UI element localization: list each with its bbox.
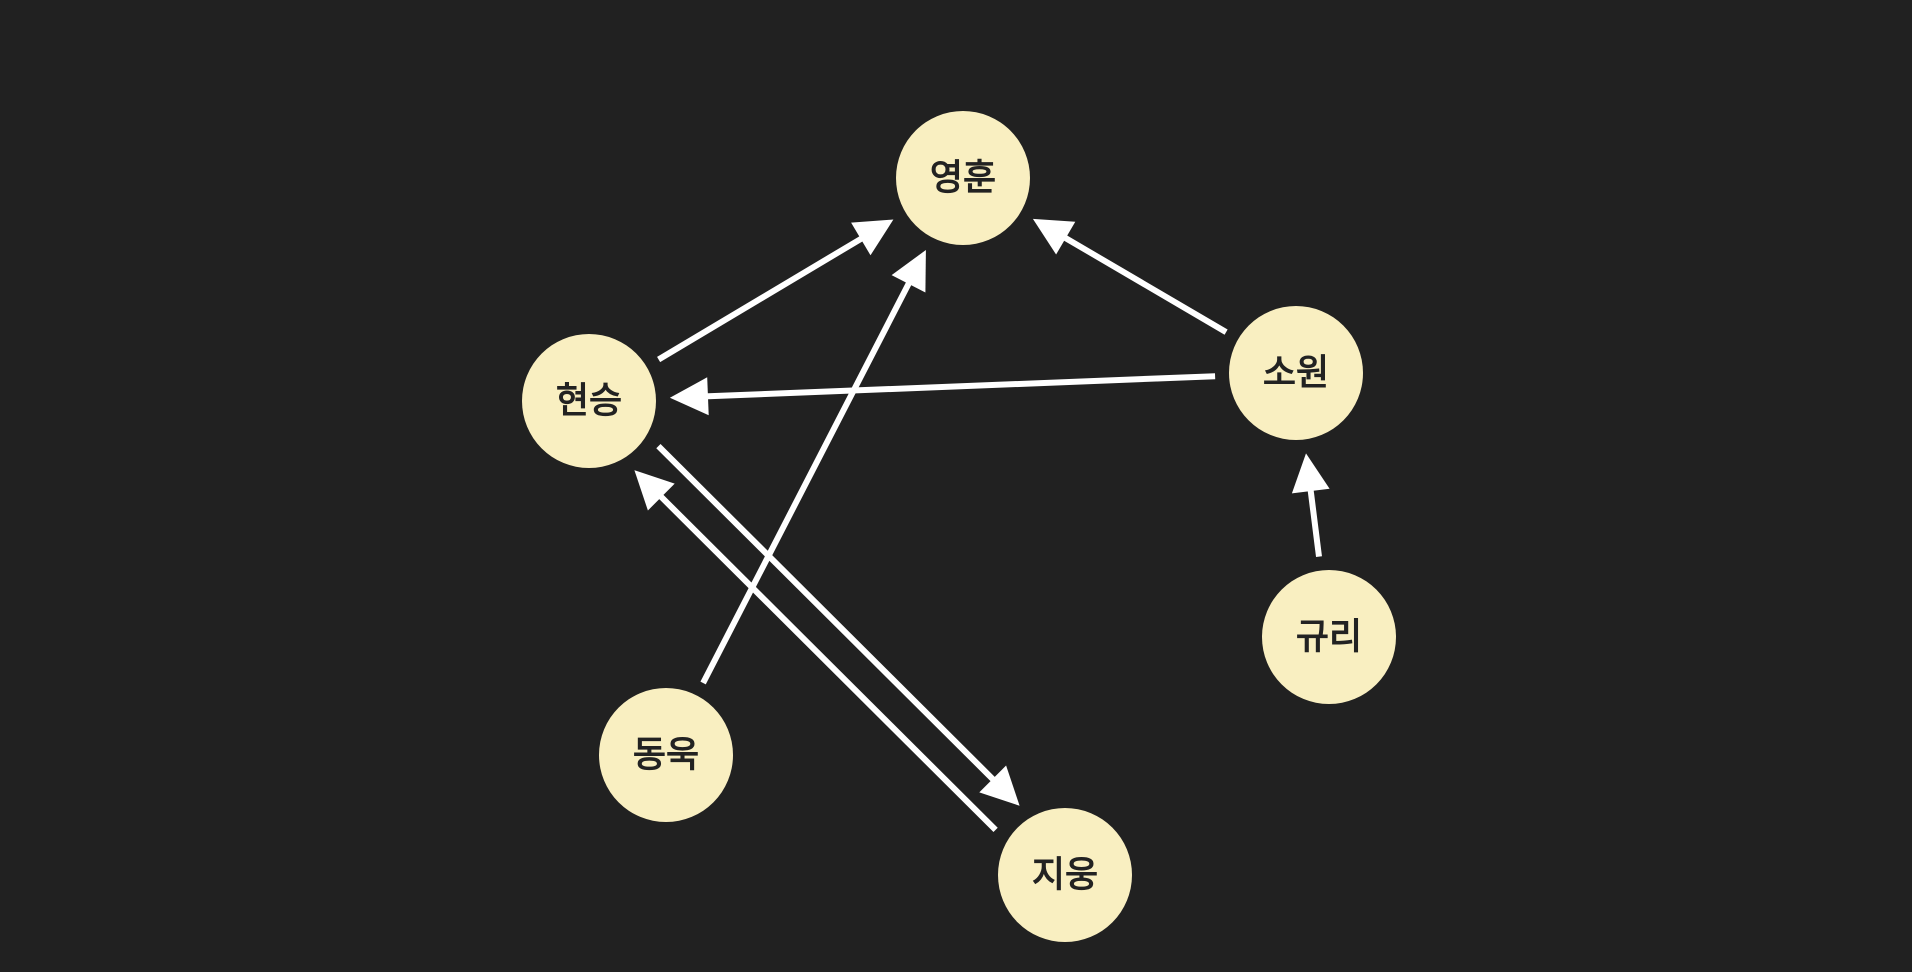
node-label: 지웅 [1032,855,1098,896]
arrowhead [634,470,675,511]
edge-line [700,277,914,685]
edge-gyuri-to-sowon [1291,453,1330,557]
node-yeonghun[interactable]: 영훈 [896,111,1030,245]
edge-line [654,490,998,833]
arrowhead [851,219,894,256]
node-label: 규리 [1296,617,1362,658]
arrowhead [1291,453,1330,494]
node-label: 소원 [1263,353,1329,394]
edge-line [656,443,1000,786]
node-circle [522,334,656,468]
edge-jiung-to-hyeonseung [634,470,998,833]
edge-line [657,233,868,363]
edge-line [1058,232,1228,335]
node-sowon[interactable]: 소원 [1229,306,1363,440]
edge-hyeonseung-to-yeonghun [657,219,894,363]
edge-donguk-to-yeonghun [700,250,926,685]
node-circle [998,808,1132,942]
arrowhead [891,250,926,293]
node-circle [599,688,733,822]
node-label: 동욱 [633,735,699,776]
node-hyeonseung[interactable]: 현승 [522,334,656,468]
node-circle [896,111,1030,245]
node-label: 현승 [556,381,622,422]
node-donguk[interactable]: 동욱 [599,688,733,822]
edge-hyeonseung-to-jiung [656,443,1020,806]
arrowhead [669,377,709,416]
edge-sowon-to-hyeonseung [669,373,1216,416]
node-jiung[interactable]: 지웅 [998,808,1132,942]
edge-line [701,373,1216,400]
arrowhead [1032,218,1076,255]
arrowhead [979,765,1020,806]
node-circle [1262,570,1396,704]
edge-line [1307,484,1322,557]
node-circle [1229,306,1363,440]
edge-sowon-to-yeonghun [1032,218,1228,335]
edges-layer [634,218,1330,833]
node-gyuri[interactable]: 규리 [1262,570,1396,704]
node-label: 영훈 [930,158,996,199]
